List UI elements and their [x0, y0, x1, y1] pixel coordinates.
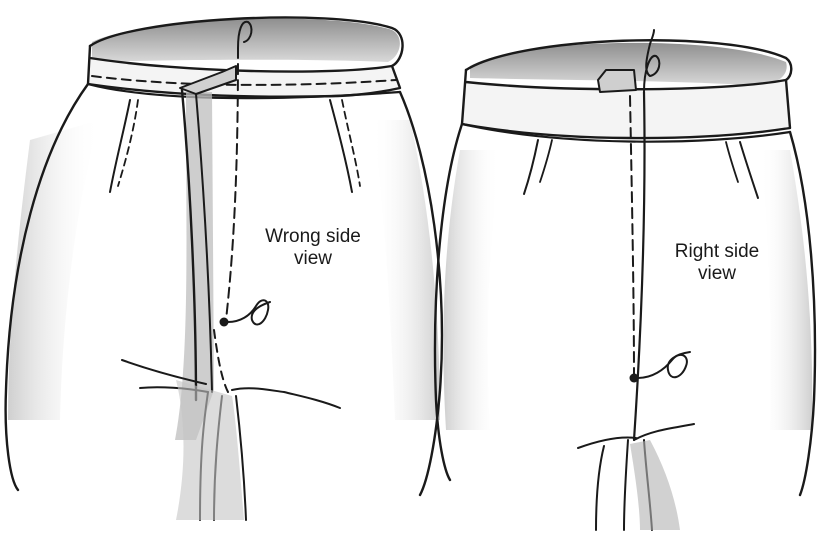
right-pleat-right — [740, 142, 758, 198]
right-leg-shade — [630, 440, 680, 530]
left-side-shade-left — [8, 120, 100, 420]
left-bottom-thread-tail — [228, 300, 270, 324]
right-side-label-line1: Right side — [662, 241, 772, 263]
right-side-shade-left — [443, 150, 500, 430]
right-center-seam — [634, 92, 645, 440]
wrong-side-view-label: Wrong side view — [248, 226, 378, 270]
wrong-side-label-line1: Wrong side — [248, 226, 378, 248]
right-side-view-label: Right side view — [662, 241, 772, 285]
right-leg-inner-2 — [624, 440, 628, 530]
left-crotch-right — [232, 388, 340, 408]
left-leg-shade — [176, 380, 244, 520]
right-pleat-left — [524, 140, 538, 194]
right-pleat-left-2 — [540, 140, 552, 182]
right-side-label-line2: view — [662, 263, 772, 285]
right-pleat-right-2 — [726, 142, 738, 182]
right-crotch-right — [634, 424, 694, 440]
right-leg-inner-1 — [596, 446, 604, 530]
right-fly-tab — [598, 70, 636, 92]
wrong-side-label-line2: view — [248, 248, 378, 270]
left-pleat-right-dashed — [342, 100, 360, 186]
right-bottom-thread-tail — [638, 352, 690, 378]
left-side-shade-right — [372, 120, 440, 420]
left-zipper-stitching-lower — [214, 330, 228, 392]
left-pleat-right — [330, 100, 352, 192]
left-pleat-left — [110, 100, 130, 192]
